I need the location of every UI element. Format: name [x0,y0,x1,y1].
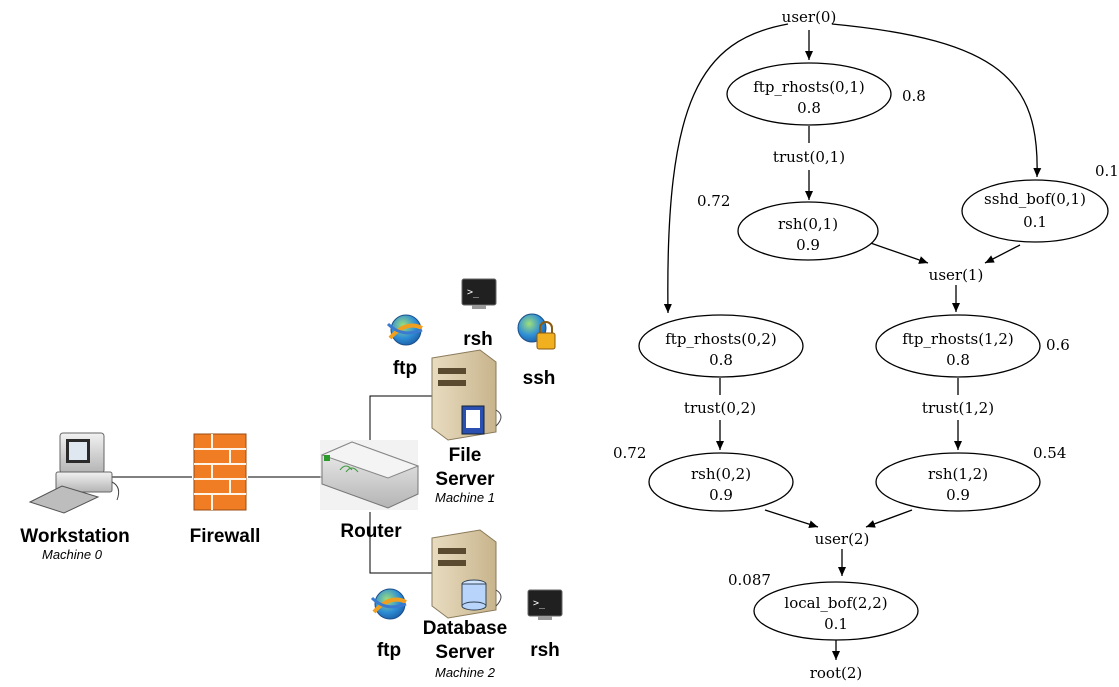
database-server-icon [431,529,502,619]
svg-text:>_: >_ [467,287,480,298]
network-topology: Workstation Machine 0 Firewall Router [20,278,563,680]
edge-sshd01-user1 [984,244,1021,264]
node-ftp01-side: 0.8 [902,87,926,105]
file-server-sublabel: Machine 1 [435,490,495,505]
node-lbof22-side: 0.087 [728,571,771,589]
node-user1: user(1) [929,266,984,284]
node-trust01: trust(0,1) [773,148,845,166]
workstation-sublabel: Machine 0 [42,547,103,562]
file-server-label-line2: Server [435,469,495,490]
edge-rsh01-user1 [861,239,929,264]
ssh-lock-icon [517,313,556,350]
node-lbof22: local_bof(2,2) 0.1 [753,581,919,641]
node-root2: root(2) [810,664,863,682]
node-sshd01-side: 0.1 [1095,162,1119,180]
file-server-label-line1: File [449,445,482,466]
node-rsh12: rsh(1,2) 0.9 [875,452,1041,512]
node-trust02: trust(0,2) [684,399,756,417]
router-label: Router [340,521,402,542]
node-rsh01-prob: 0.9 [796,236,820,254]
node-ftp12: ftp_rhosts(1,2) 0.8 [875,314,1041,378]
workstation-icon [28,432,120,514]
node-rsh02-side: 0.72 [613,444,646,462]
edge-rsh12-user2 [865,509,913,528]
node-user2: user(2) [815,530,870,548]
node-rsh02: rsh(0,2) 0.9 [648,452,794,512]
file-server-icon [431,349,502,441]
rsh-terminal-icon: >_ [461,278,497,309]
firewall-icon [193,433,247,511]
node-ftp02: ftp_rhosts(0,2) 0.8 [638,314,804,378]
node-ftp12-prob: 0.8 [946,351,970,369]
node-ftp12-label: ftp_rhosts(1,2) [902,330,1014,348]
node-ftp01: ftp_rhosts(0,1) 0.8 [726,62,892,126]
service-ftp-label: ftp [393,358,417,379]
node-sshd01-label: sshd_bof(0,1) [984,190,1086,208]
service-ftp-label-2: ftp [377,640,401,661]
edge-rsh02-user2 [764,509,819,529]
edge-user0-ftp02 [663,23,789,314]
node-ftp02-label: ftp_rhosts(0,2) [665,330,777,348]
node-sshd01: sshd_bof(0,1) 0.1 [961,179,1109,243]
node-rsh01-label: rsh(0,1) [778,215,838,233]
wire-router-fileserver [369,395,432,440]
node-rsh01-side: 0.72 [697,192,730,210]
node-sshd01-prob: 0.1 [1023,213,1047,231]
db-server-sublabel: Machine 2 [435,665,496,680]
db-server-label-line1: Database [423,618,508,639]
node-ftp12-side: 0.6 [1046,336,1070,354]
node-rsh02-label: rsh(0,2) [691,465,751,483]
node-lbof22-prob: 0.1 [824,615,848,633]
node-user0: user(0) [782,8,837,26]
node-rsh12-side: 0.54 [1033,444,1066,462]
node-trust12: trust(1,2) [922,399,994,417]
node-ftp01-prob: 0.8 [797,99,821,117]
firewall-label: Firewall [190,526,261,547]
wire-router-dbserver [369,512,432,574]
svg-text:>_: >_ [533,598,546,609]
attack-graph: user(0) user(1) user(2) root(2) trust(0,… [613,8,1119,682]
node-rsh12-prob: 0.9 [946,486,970,504]
node-rsh02-prob: 0.9 [709,486,733,504]
node-ftp01-label: ftp_rhosts(0,1) [753,78,865,96]
router-icon [320,440,420,510]
edge-user0-sshd01 [831,23,1042,178]
node-rsh12-label: rsh(1,2) [928,465,988,483]
node-rsh01: rsh(0,1) 0.9 [737,201,879,261]
service-rsh-label: rsh [463,329,493,350]
service-rsh-label-2: rsh [530,640,560,661]
ftp-globe-icon-2 [370,588,407,620]
workstation-label: Workstation [20,526,129,547]
graph-edges [663,23,1042,660]
rsh-terminal-icon-2: >_ [527,589,563,620]
db-server-label-line2: Server [435,642,495,663]
node-ftp02-prob: 0.8 [709,351,733,369]
node-lbof22-label: local_bof(2,2) [784,594,887,612]
ftp-globe-icon [386,314,423,346]
service-ssh-label: ssh [523,368,556,389]
